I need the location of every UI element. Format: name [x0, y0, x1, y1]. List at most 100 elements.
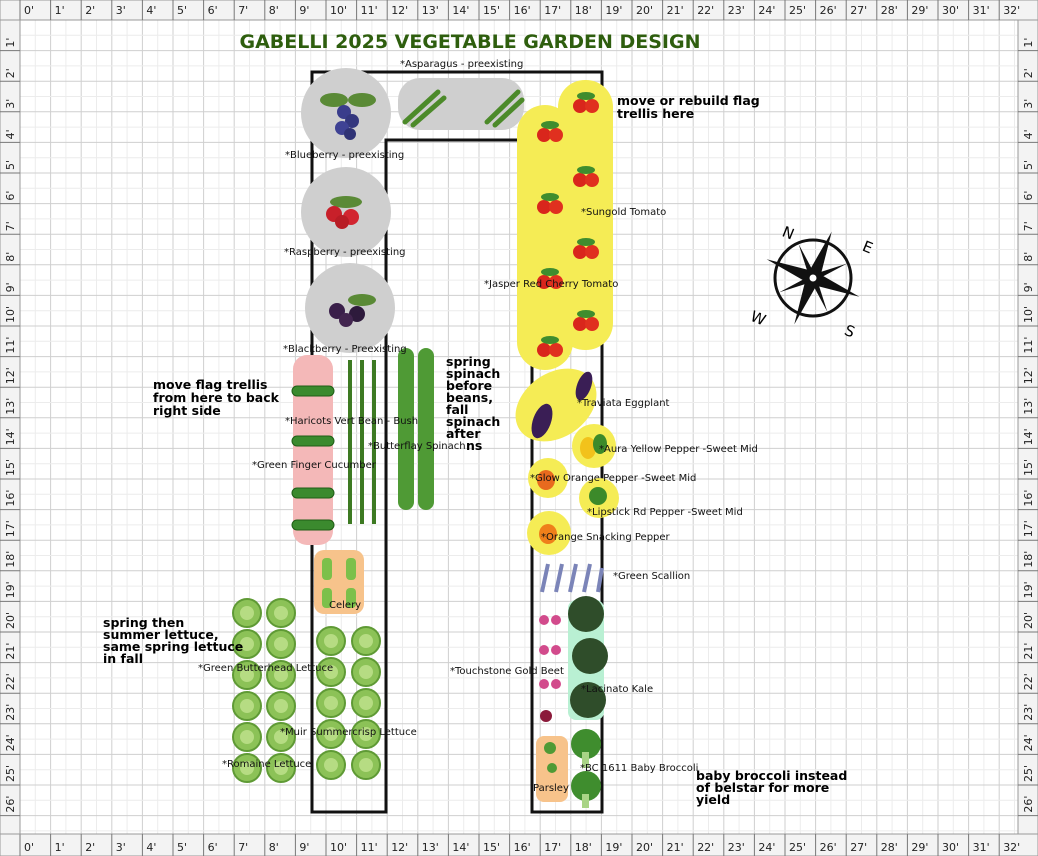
tomato — [585, 173, 599, 187]
ruler-x-label: 11' — [361, 4, 378, 17]
tomato — [549, 275, 563, 289]
asparagus-icon — [402, 89, 525, 128]
ruler-x-label: 2' — [85, 841, 95, 854]
ruler-left-bg — [0, 19, 21, 835]
ruler-x-label: 24' — [758, 841, 775, 854]
ruler-x-label: 17' — [544, 4, 561, 17]
tomato — [549, 200, 563, 214]
label-broccoli: *BC 1611 Baby Broccoli — [580, 763, 698, 774]
label-aura-pepper: *Aura Yellow Pepper -Sweet Mid — [599, 444, 758, 455]
ruler-x-label: 19' — [605, 841, 622, 854]
ruler-y-label: 6' — [4, 191, 17, 201]
tomato — [537, 343, 551, 357]
ruler-y-label: 21' — [4, 643, 17, 660]
lettuce-center — [240, 637, 254, 651]
ruler-y-label: 14' — [4, 428, 17, 445]
tomato — [573, 173, 587, 187]
ruler-y-label: 24' — [1022, 734, 1035, 751]
blackberry-icon — [329, 294, 376, 327]
ruler-x-label: 30' — [942, 841, 959, 854]
pepper-icon — [537, 434, 607, 544]
tomato-leaf — [577, 310, 595, 318]
ruler-y-label: 3' — [1022, 99, 1035, 109]
lettuce-center — [359, 758, 373, 772]
broccoli-icon — [571, 729, 601, 808]
ruler-x-label: 21' — [667, 841, 684, 854]
ruler-x-label: 18' — [575, 4, 592, 17]
ruler-x-label: 13' — [422, 4, 439, 17]
ruler-x-label: 8' — [269, 841, 279, 854]
ruler-top-bg — [0, 0, 1038, 21]
ruler-x-label: 15' — [483, 841, 500, 854]
cucumber-icon — [291, 385, 335, 531]
ruler-x-label: 28' — [881, 4, 898, 17]
lettuce-center — [324, 758, 338, 772]
ruler-y-label: 20' — [1022, 612, 1035, 629]
raspberry-icon — [326, 196, 362, 229]
tomato — [537, 200, 551, 214]
ruler-y-label: 12' — [1022, 367, 1035, 384]
ruler-x-label: 25' — [789, 4, 806, 17]
ruler-y-label: 17' — [4, 520, 17, 537]
label-snacking-pepper: *Orange Snacking Pepper — [541, 532, 671, 543]
ruler-y-label: 26' — [4, 796, 17, 813]
ruler-x-label: 13' — [422, 841, 439, 854]
ruler-y-label: 21' — [1022, 643, 1035, 660]
lettuce-center — [359, 634, 373, 648]
label-kale: *Lacinato Kale — [581, 684, 653, 695]
lettuce-center — [324, 727, 338, 741]
lettuce-center — [324, 634, 338, 648]
ruler-x-label: 22' — [697, 4, 714, 17]
label-scallion: *Green Scallion — [613, 571, 690, 582]
label-lipstick-pepper: *Lipstick Rd Pepper -Sweet Mid — [587, 507, 743, 518]
ruler-x-label: 11' — [361, 841, 378, 854]
ruler-x-label: 32' — [1003, 4, 1020, 17]
ruler-y-label: 14' — [1022, 428, 1035, 445]
label-cucumber: *Green Finger Cucumber — [252, 460, 377, 471]
tomato-leaf — [577, 92, 595, 100]
tomato — [585, 317, 599, 331]
ruler-y-label: 10' — [1022, 306, 1035, 323]
lettuce-center — [274, 730, 288, 744]
spinach-icon — [398, 348, 434, 510]
ruler-y-label: 9' — [1022, 282, 1035, 292]
lettuce-center — [240, 668, 254, 682]
ruler-x-label: 32' — [1003, 841, 1020, 854]
tomato-icon — [537, 92, 599, 357]
ruler-x-label: 20' — [636, 841, 653, 854]
ruler-x-label: 12' — [391, 841, 408, 854]
label-blueberry: *Blueberry - preexisting — [285, 150, 404, 161]
label-beet: *Touchstone Gold Beet — [450, 666, 564, 677]
ruler-x-label: 4' — [146, 4, 156, 17]
label-muir: *Muir Summercrisp Lettuce — [280, 727, 417, 738]
ruler-x-label: 29' — [911, 841, 928, 854]
ruler-x-label: 10' — [330, 841, 347, 854]
ruler-x-label: 3' — [116, 4, 126, 17]
ruler-bottom: 0'1'2'3'4'5'6'7'8'9'10'11'12'13'14'15'16… — [0, 833, 1038, 856]
ruler-y-label: 12' — [4, 367, 17, 384]
ruler-x-label: 31' — [973, 4, 990, 17]
ruler-y-label: 19' — [4, 581, 17, 598]
tomato-leaf — [577, 166, 595, 174]
celery-icon — [322, 558, 356, 608]
ruler-y-label: 10' — [4, 306, 17, 323]
ruler-y-label: 23' — [4, 704, 17, 721]
ruler-y-label: 7' — [4, 221, 17, 231]
ruler-x-label: 16' — [514, 4, 531, 17]
ruler-y-label: 4' — [4, 129, 17, 139]
label-blackberry: *Blackberry - Preexisting — [283, 344, 407, 355]
ruler-x-label: 30' — [942, 4, 959, 17]
tomato-leaf — [541, 336, 559, 344]
ruler-x-label: 0' — [24, 4, 34, 17]
eggplant-icon — [531, 371, 593, 439]
ruler-right-bg — [1017, 19, 1038, 835]
lettuce-center — [240, 730, 254, 744]
tomato — [537, 128, 551, 142]
ruler-x-label: 20' — [636, 4, 653, 17]
ruler-y-label: 1' — [4, 38, 17, 48]
compass-w: W — [748, 307, 769, 329]
ruler-x-label: 23' — [728, 841, 745, 854]
